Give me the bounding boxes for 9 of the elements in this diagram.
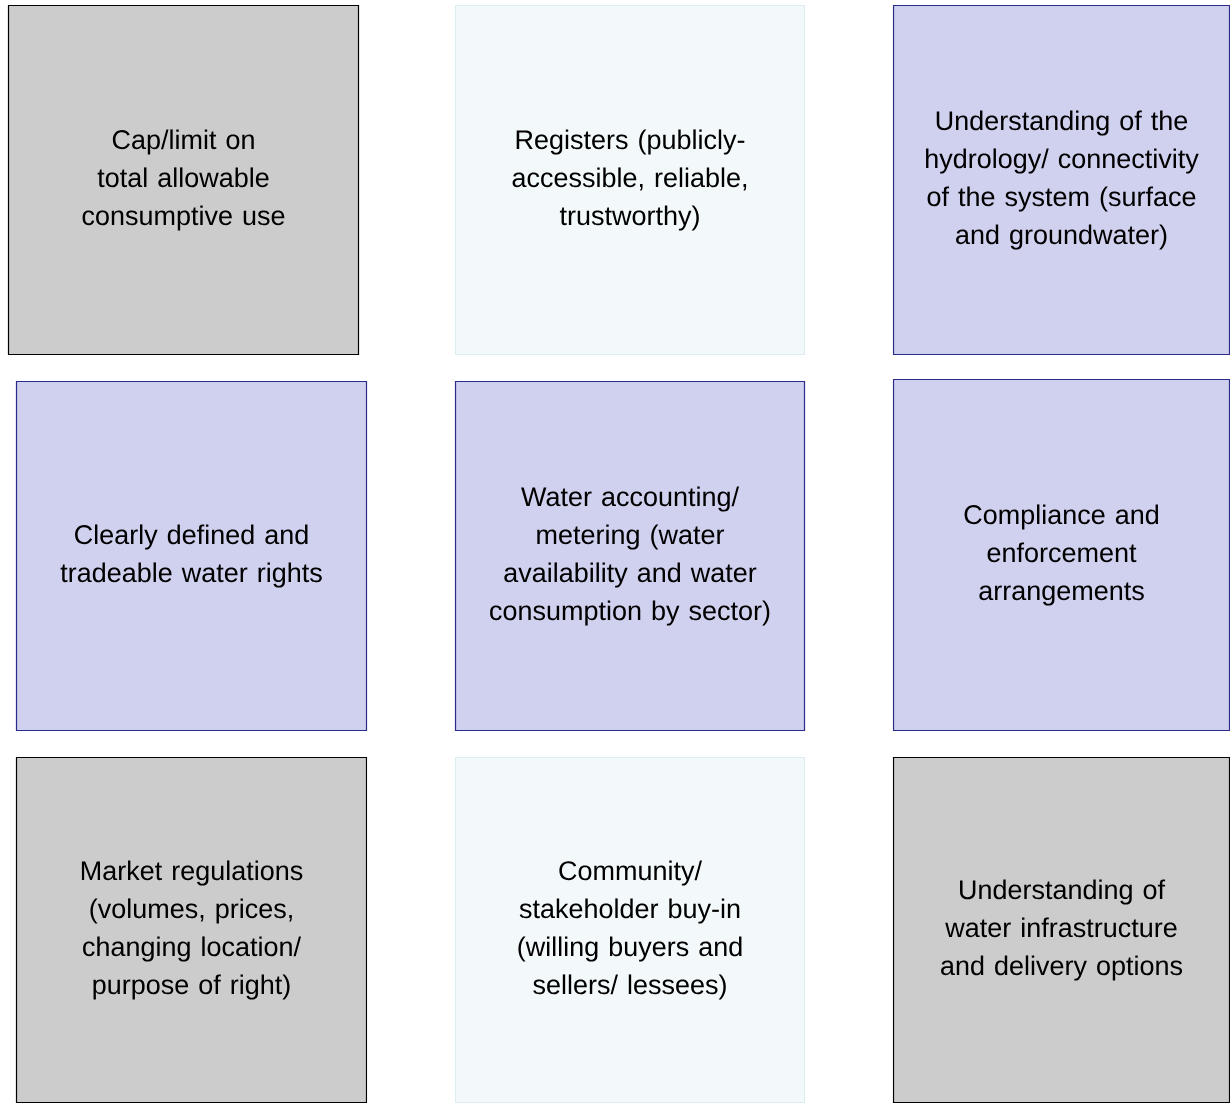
concept-box: Cap/limit on total allowable consumptive use [7, 4, 360, 356]
concept-box: Understanding of the hydrology/ connectivity of the system (surface and groundwater) [892, 4, 1230, 356]
concept-box: Registers (publicly-accessible, reliable, trustworthy) [454, 4, 806, 356]
concept-box: Water accounting/ metering (water availability and water consumption by sector) [454, 380, 806, 732]
concept-box: Understanding of water infrastructure and delivery options [892, 756, 1230, 1103]
concept-box: Clearly defined and tradeable water rights [15, 380, 368, 732]
concept-box: Community/ stakeholder buy-in (willing buyers and sellers/ lessees) [454, 756, 806, 1103]
concept-box: Market regulations (volumes, prices, changing location/ purpose of right) [15, 756, 368, 1103]
concept-box: Compliance and enforcement arrangements [892, 378, 1230, 732]
